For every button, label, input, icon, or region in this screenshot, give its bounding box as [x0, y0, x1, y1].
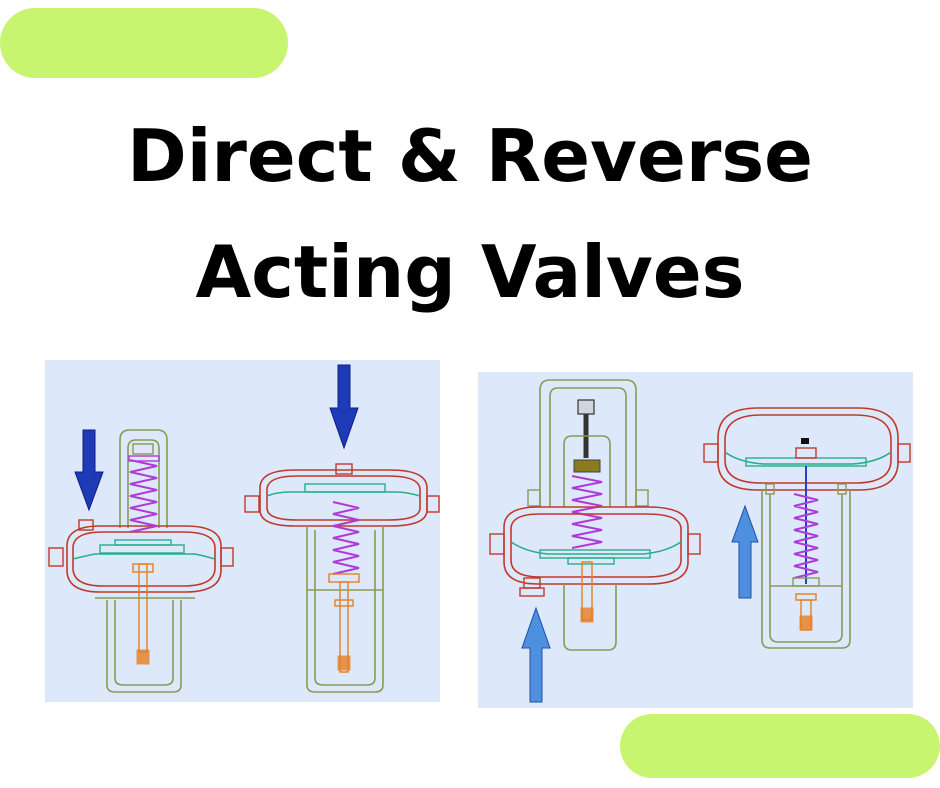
valve-c-spring: [571, 475, 603, 549]
diagram-panel-reverse-acting: [478, 372, 913, 708]
diagram-reverse-acting-svg: [478, 372, 913, 708]
valve-a-diaphragm: [72, 553, 216, 560]
adjusting-bolt-head: [577, 399, 595, 415]
valve-c-yoke: [539, 379, 637, 507]
valve-a-spring: [129, 459, 158, 533]
valve-d-yoke: [761, 490, 851, 649]
title-line-2: Acting Valves: [195, 230, 745, 314]
valve-d-spring: [793, 493, 819, 579]
valve-b: [244, 463, 440, 693]
valve-a: [48, 429, 234, 693]
valve-d: [703, 407, 911, 649]
valve-d-diaphragm: [724, 451, 892, 465]
valve-a-spring-housing: [119, 429, 168, 528]
valve-c-bottom-body: [563, 584, 617, 651]
valve-c-diaphragm: [510, 541, 682, 555]
diagram-direct-acting-svg: [45, 360, 440, 702]
valve-b-spring: [332, 501, 360, 575]
decorative-pill-bottom-right: [620, 714, 940, 778]
diagram-panel-direct-acting: [45, 360, 440, 702]
arrow-up-icon: [731, 504, 759, 599]
valve-b-stem: [339, 581, 349, 673]
valve-a-diaphragm-casing: [66, 525, 222, 593]
title-line-1: Direct & Reverse: [126, 114, 814, 198]
decorative-pill-top-left: [0, 8, 288, 78]
arrow-down-icon: [329, 364, 359, 450]
panel-background: [478, 372, 913, 708]
valve-b-yoke: [306, 526, 384, 693]
valve-c-diaphragm-casing: [503, 506, 689, 585]
valve-c: [489, 379, 701, 651]
spring-seat: [573, 459, 601, 473]
arrow-up-icon: [521, 606, 551, 703]
indicator-cap: [801, 438, 809, 444]
panel-background: [45, 360, 440, 702]
valve-a-yoke: [106, 600, 182, 693]
arrow-down-icon: [74, 429, 104, 512]
